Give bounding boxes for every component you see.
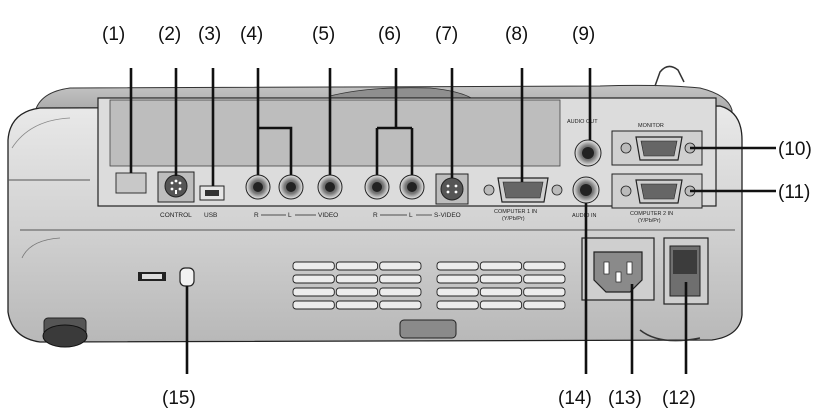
computer-1-in-port <box>483 177 563 203</box>
vent-slot <box>523 261 566 271</box>
s-video-label: S-VIDEO <box>434 212 461 219</box>
computer-1-in-sublabel: (Y/Pb/Pr) <box>502 216 525 222</box>
usb-label: USB <box>204 212 217 219</box>
vent-slot <box>523 287 566 297</box>
callout-3: (3) <box>198 24 221 45</box>
security-slot <box>138 267 195 287</box>
audio-out-jack <box>574 139 602 167</box>
callout-12: (12) <box>662 388 696 409</box>
vent-slot <box>292 300 335 310</box>
computer-2-in-label: COMPUTER 2 IN <box>630 211 673 217</box>
callout-1: (1) <box>102 24 125 45</box>
video-label: VIDEO <box>318 212 338 219</box>
callout-7: (7) <box>435 24 458 45</box>
blank-cover-plate <box>115 172 147 194</box>
audio-in-1-r-jack <box>245 174 271 200</box>
callout-5: (5) <box>312 24 335 45</box>
monitor-label: MONITOR <box>638 123 664 129</box>
vent-slot <box>335 287 379 297</box>
computer-2-in-port <box>611 173 703 209</box>
video-jack <box>317 174 343 200</box>
callout-6: (6) <box>378 24 401 45</box>
vent-slot <box>379 274 422 284</box>
audio-out-label: AUDIO OUT <box>567 119 598 125</box>
audio-in-2-r-jack <box>364 174 390 200</box>
vent-slot <box>479 274 523 284</box>
audio-in-jack <box>572 176 600 204</box>
audio-1-l-label: L <box>288 212 292 219</box>
usb-port <box>199 185 225 201</box>
callout-4: (4) <box>240 24 263 45</box>
audio-2-r-label: R <box>373 212 378 219</box>
computer-1-in-label: COMPUTER 1 IN <box>494 209 537 215</box>
leader-lines <box>129 68 776 374</box>
callout-13: (13) <box>608 388 642 409</box>
callout-10: (10) <box>778 139 812 160</box>
control-port <box>157 171 195 203</box>
vent-slot <box>436 287 479 297</box>
callout-11: (11) <box>778 182 810 203</box>
vent-slot <box>379 300 422 310</box>
callout-15: (15) <box>162 388 196 409</box>
s-video-port <box>435 173 469 205</box>
vent-slot <box>523 274 566 284</box>
control-label: CONTROL <box>160 212 192 219</box>
audio-in-label: AUDIO IN <box>572 213 596 219</box>
vent-slot <box>335 274 379 284</box>
callout-14: (14) <box>558 388 592 409</box>
audio-2-l-label: L <box>409 212 413 219</box>
vent-slot <box>523 300 566 310</box>
callout-9: (9) <box>572 24 595 45</box>
callout-2: (2) <box>158 24 181 45</box>
vent-slot <box>379 287 422 297</box>
ac-power-inlet <box>581 237 655 301</box>
vent-slot <box>335 300 379 310</box>
vent-slot <box>292 274 335 284</box>
audio-1-r-label: R <box>254 212 259 219</box>
vent-slot <box>436 300 479 310</box>
vent-slot <box>479 287 523 297</box>
vent-slot <box>436 274 479 284</box>
monitor-out-port <box>611 130 703 166</box>
vent-slot <box>292 261 335 271</box>
computer-2-in-sublabel: (Y/Pb/Pr) <box>638 218 661 224</box>
callout-8: (8) <box>505 24 528 45</box>
ventilation-grille <box>292 261 566 310</box>
vent-slot <box>479 261 523 271</box>
audio-in-1-l-jack <box>278 174 304 200</box>
vent-slot <box>436 261 479 271</box>
audio-in-2-l-jack <box>399 174 425 200</box>
vent-slot <box>292 287 335 297</box>
vent-slot <box>479 300 523 310</box>
vent-slot <box>335 261 379 271</box>
vent-slot <box>379 261 422 271</box>
